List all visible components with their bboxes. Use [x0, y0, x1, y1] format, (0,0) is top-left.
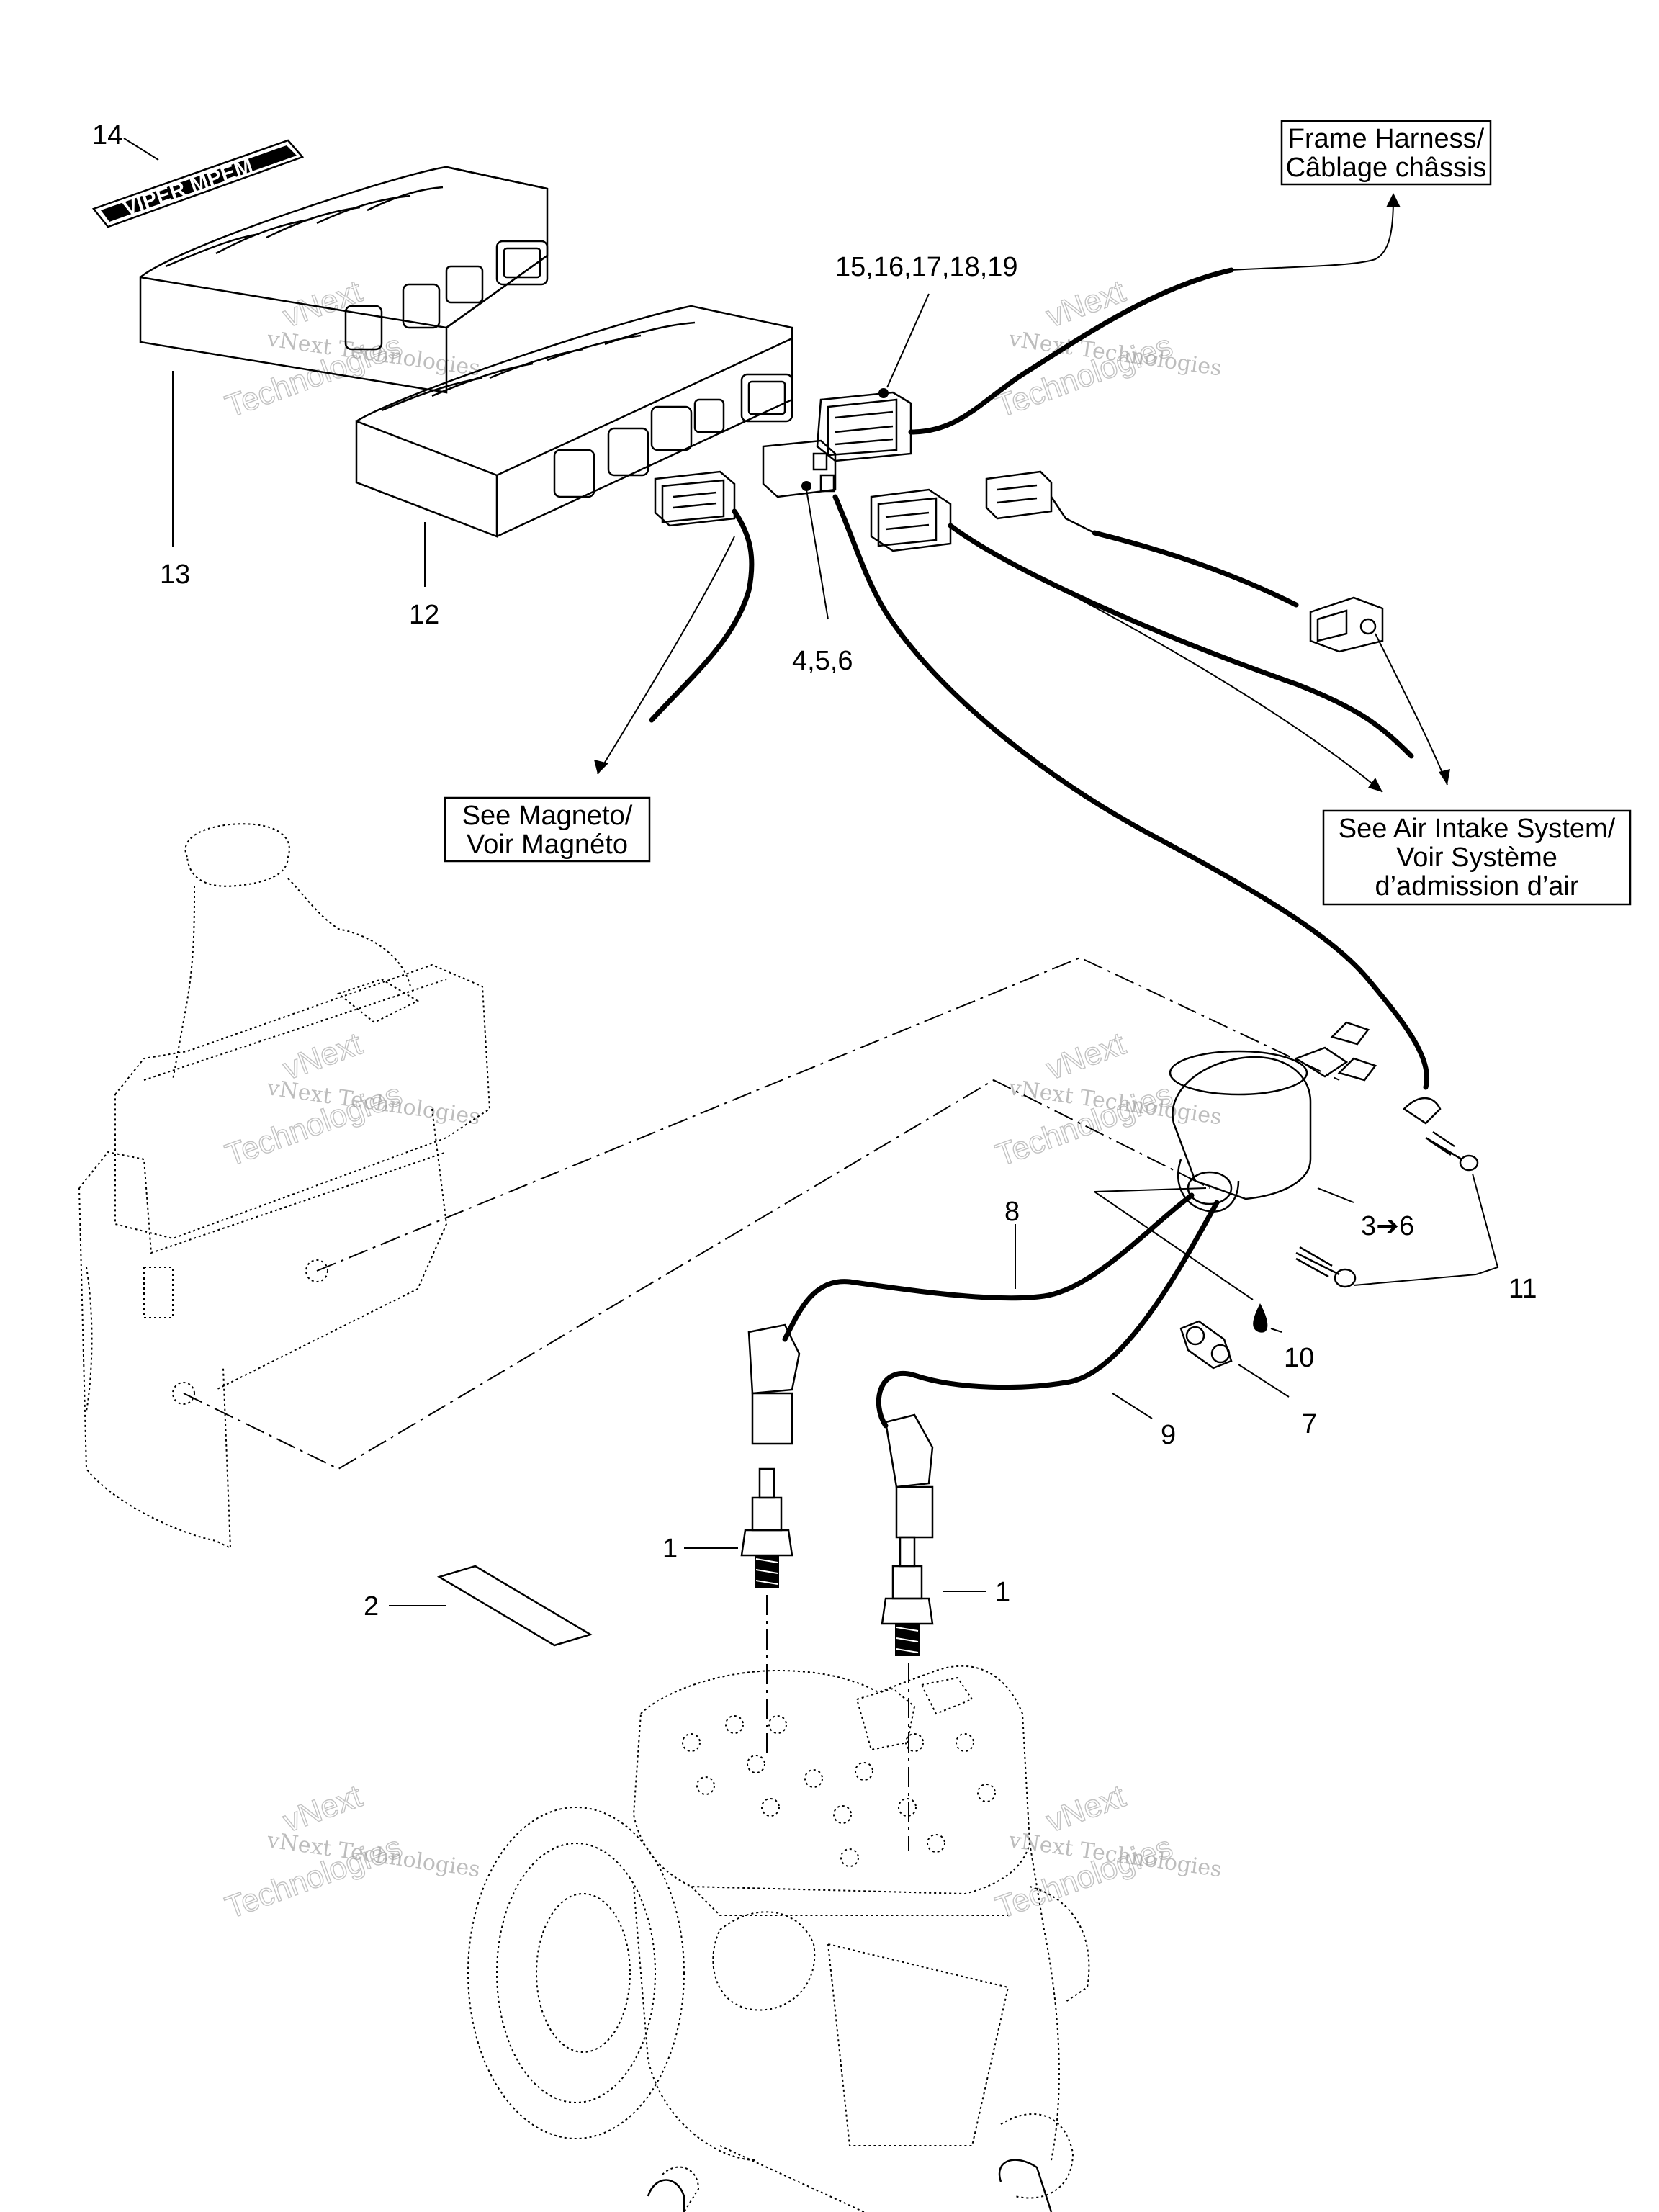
sensor-air-intake [1309, 596, 1384, 653]
leader-lines [123, 138, 1499, 1606]
watermark-vnext: vNext [279, 274, 367, 335]
coil-screw-lower [1295, 1246, 1357, 1288]
watermark-bottom-left: vNext vNext Technologies Technologies [220, 1778, 482, 1926]
spark-plug-right [881, 1536, 934, 1656]
coil-screw-upper [1425, 1130, 1479, 1172]
connector-15-19 [816, 388, 912, 462]
spark-plug-cap-right [884, 1413, 934, 1539]
callouts: 14 13 12 15,16,17,18,19 4,5,6 8 3➔6 11 1… [92, 120, 1537, 1622]
ref-magneto-line2: Voir Magnéto [467, 830, 628, 860]
mpem-module-13 [139, 166, 549, 394]
grease-drop [1253, 1303, 1268, 1333]
mpem-module-12 [355, 305, 793, 538]
callout-10: 10 [1284, 1343, 1314, 1373]
label-strip [436, 1565, 593, 1647]
ref-see-air-intake: See Air Intake System/ Voir Système d’ad… [1322, 809, 1632, 906]
oil-tank [78, 823, 491, 1550]
callout-4-6: 4,5,6 [792, 646, 853, 676]
callout-11: 11 [1509, 1274, 1537, 1304]
ignition-coil [1169, 1021, 1442, 1213]
callout-7: 7 [1302, 1409, 1317, 1439]
connector-air-intake-a [870, 488, 952, 552]
engine [467, 1665, 1090, 2212]
callout-2: 2 [364, 1591, 379, 1622]
watermark-vnext: vNext [1042, 1779, 1130, 1840]
ref-magneto-line1: See Magneto/ [462, 801, 633, 831]
callout-14: 14 [92, 120, 122, 150]
callout-12: 12 [409, 600, 439, 630]
callout-1-right: 1 [995, 1577, 1010, 1607]
ref-frame-harness: Frame Harness/ Câblage châssis [1280, 120, 1492, 186]
ref-frame-harness-line2: Câblage châssis [1286, 153, 1487, 183]
watermark-mid-right: vNext vNext Technologies Technologies [991, 1025, 1223, 1174]
callout-8: 8 [1004, 1197, 1020, 1227]
watermark-top-right: vNext vNext Technologies Technologies [991, 273, 1223, 425]
mpem-decal: VIPER MPEM [91, 139, 305, 228]
ref-see-magneto: See Magneto/ Voir Magnéto [444, 796, 651, 863]
connector-magneto [654, 470, 736, 527]
connector-air-intake-b [985, 470, 1095, 534]
callout-3-6: 3➔6 [1361, 1211, 1414, 1241]
callout-9: 9 [1161, 1420, 1176, 1450]
ref-air-intake-line1: See Air Intake System/ [1339, 814, 1616, 844]
spark-plug-cap-left [747, 1323, 801, 1445]
decal-text: VIPER MPEM [120, 154, 256, 221]
connector-4-6 [762, 439, 837, 498]
ref-air-intake-line2: Voir Système [1396, 842, 1557, 873]
spark-plug-left [740, 1467, 793, 1588]
assembly-lines [183, 956, 1340, 1851]
callout-15-19: 15,16,17,18,19 [835, 252, 1018, 282]
callout-13: 13 [160, 559, 190, 590]
callout-1-left: 1 [662, 1534, 678, 1564]
watermark-mid-left: vNext vNext Technologies Technologies [220, 1025, 482, 1174]
watermark-vnext: vNext [1042, 1026, 1130, 1087]
ref-frame-harness-line1: Frame Harness/ [1288, 124, 1485, 154]
watermark-vnext: vNext [1042, 274, 1130, 335]
ref-air-intake-line3: d’admission d’air [1375, 871, 1578, 902]
wiring [649, 197, 1429, 1429]
wire-clip [1179, 1320, 1233, 1370]
